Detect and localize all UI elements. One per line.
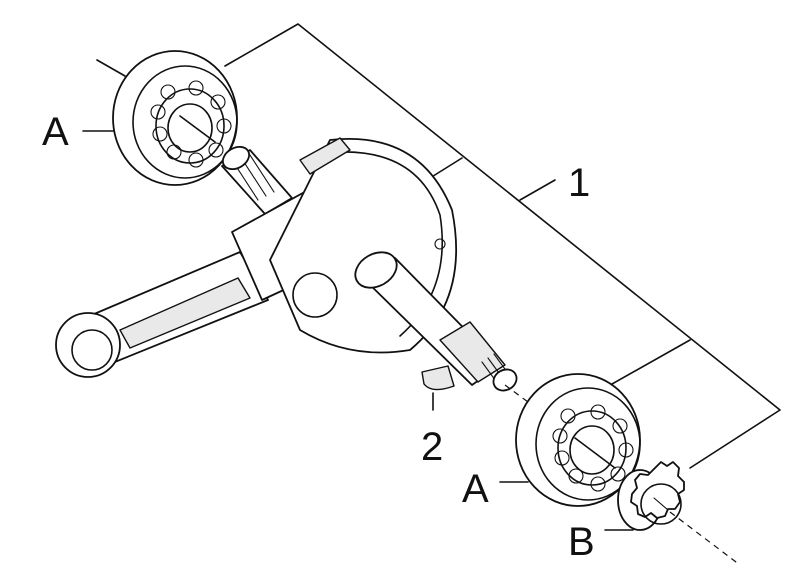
- bearing-a-top: [112, 50, 238, 186]
- callout-b: B: [568, 520, 595, 564]
- bearing-a-bottom: [515, 373, 641, 507]
- callout-1: 1: [568, 161, 590, 205]
- crankshaft: [55, 137, 518, 392]
- callout-a-bottom: A: [462, 467, 489, 511]
- callout-2: 2: [421, 425, 443, 469]
- gear-b: [617, 461, 685, 531]
- assembly-bracket: [224, 23, 781, 469]
- callout-a-top: A: [42, 110, 69, 154]
- woodruff-key: [421, 365, 455, 411]
